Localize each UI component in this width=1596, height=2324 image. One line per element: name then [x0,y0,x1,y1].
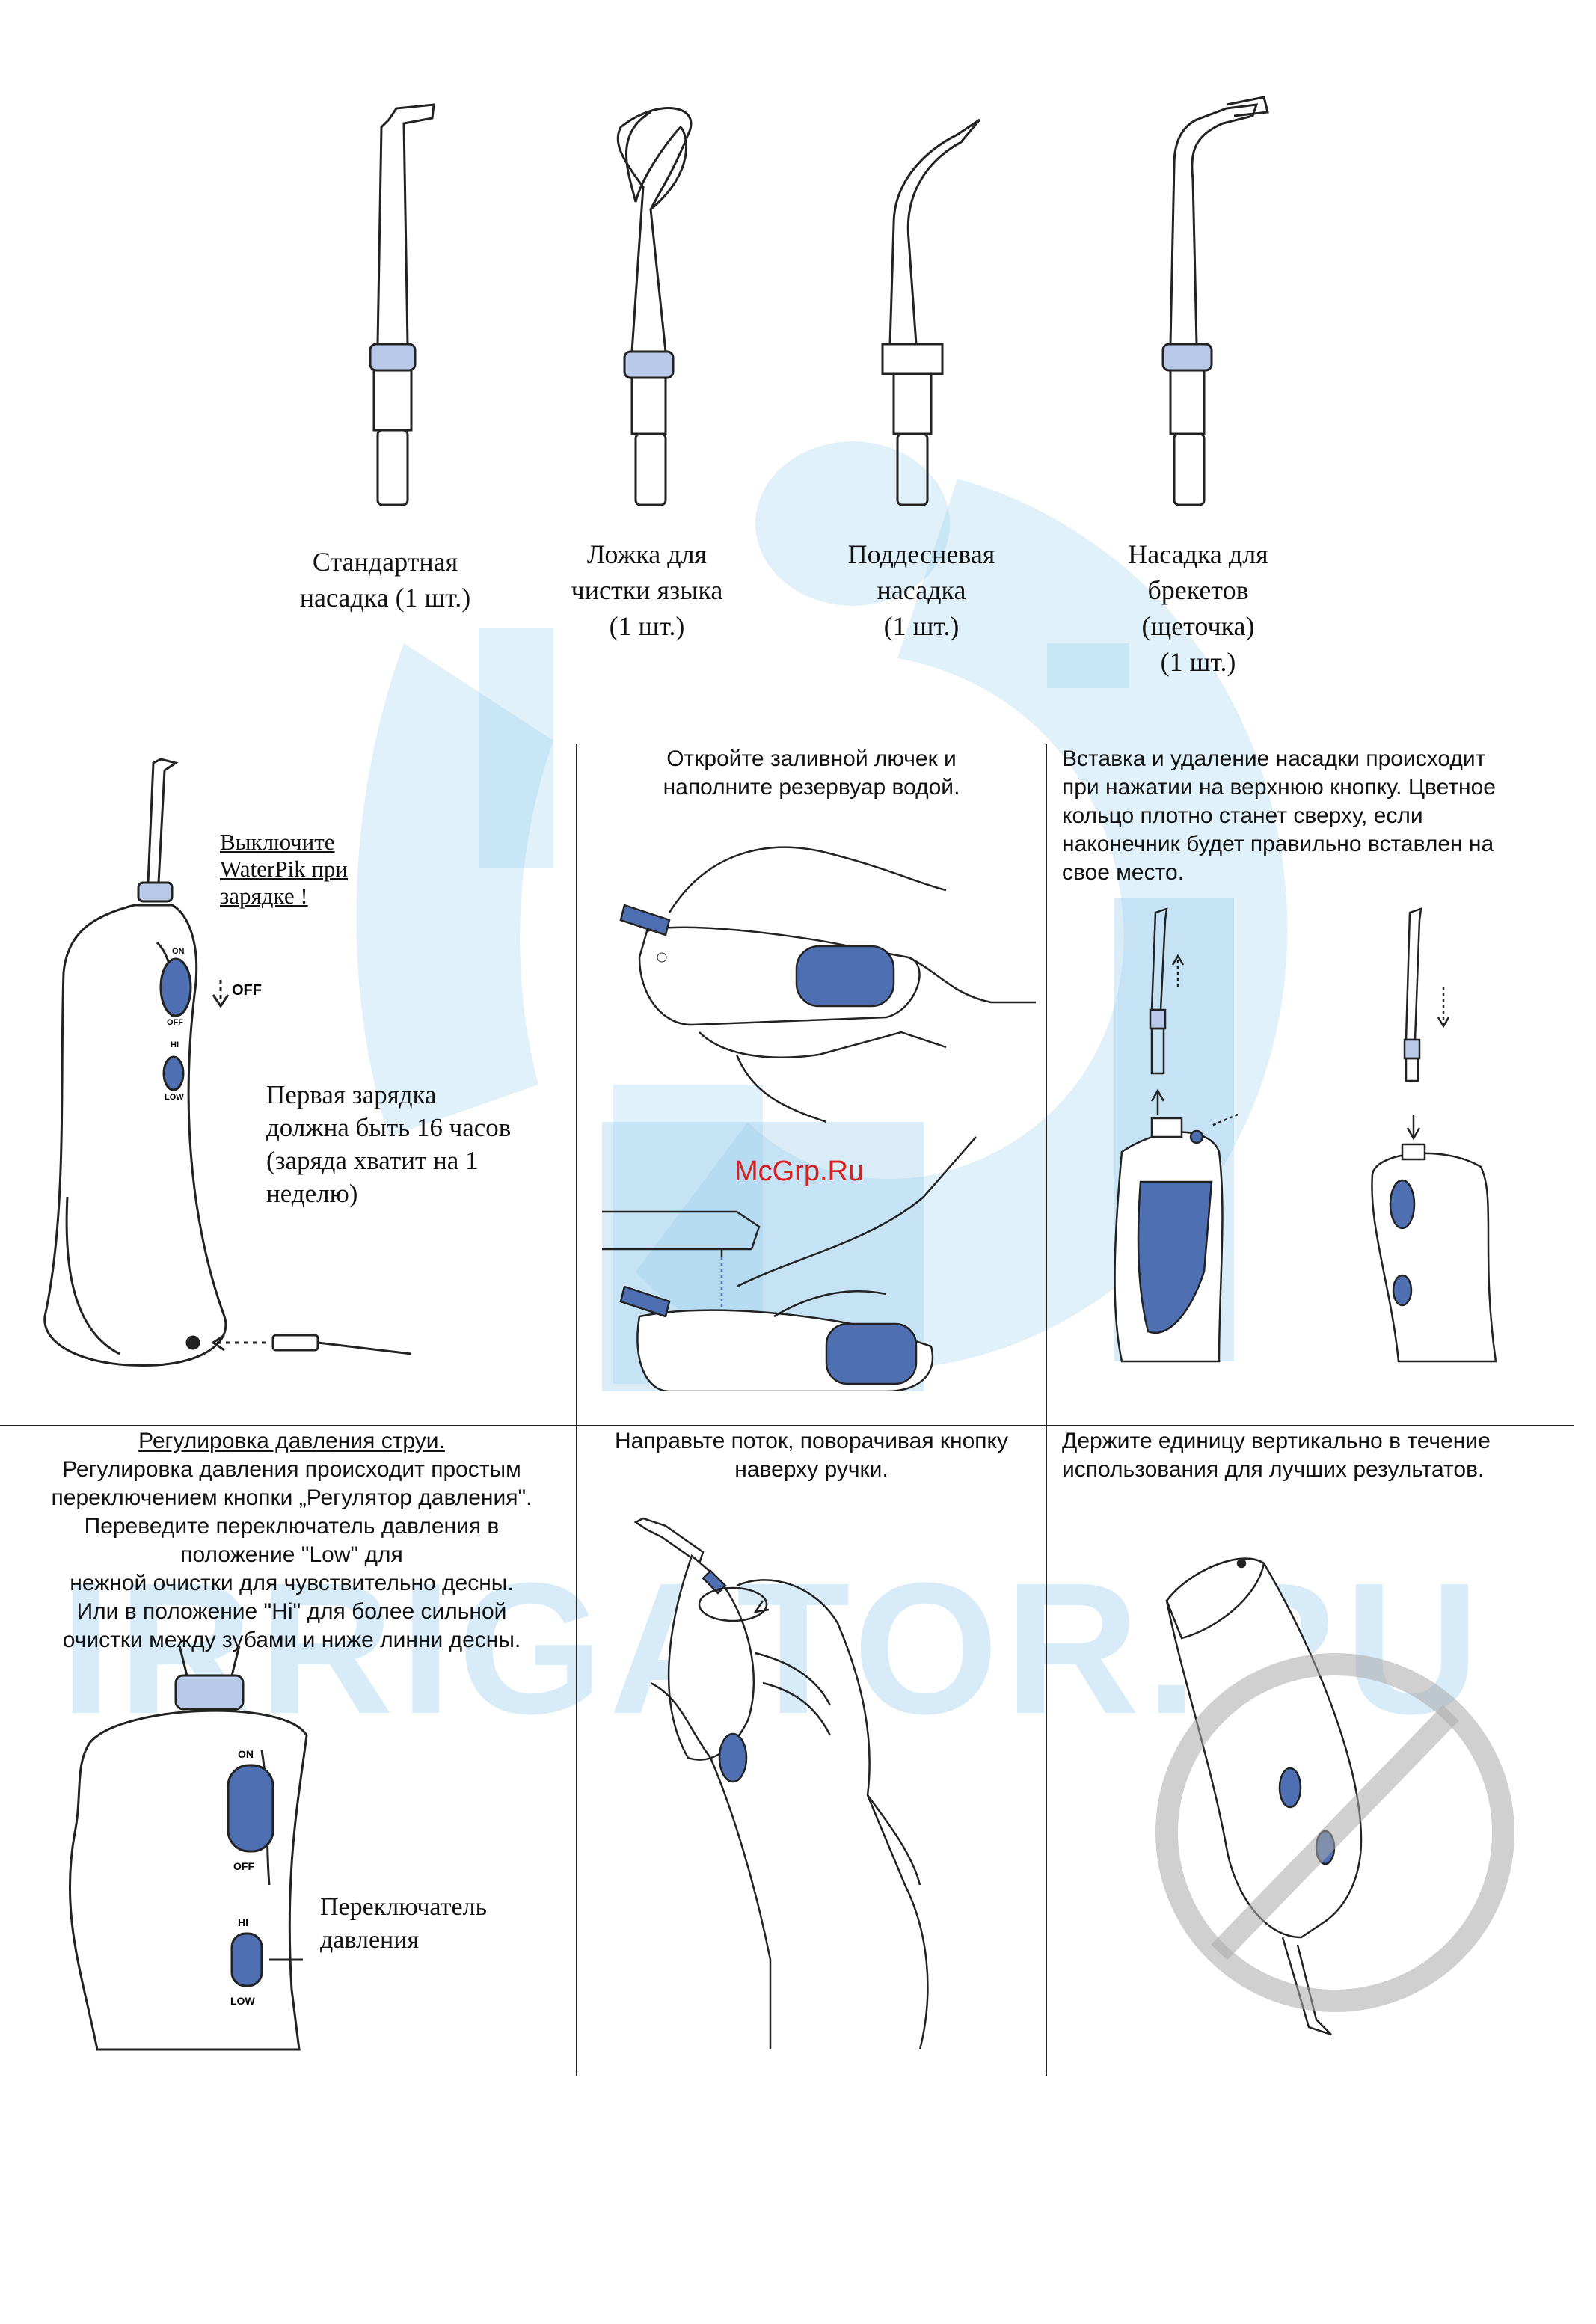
pressure-label-hi: HI [238,1916,248,1928]
tips-illustration [369,96,1269,506]
pressure-illustration: ON OFF HI LOW [68,1646,308,2051]
label-off: OFF [167,1018,183,1027]
divider-vertical-2 [1046,744,1047,2076]
pressure-label-low: LOW [230,1995,255,2007]
pressure-label-off: OFF [233,1860,254,1872]
divider-horizontal [0,1425,1574,1426]
label-low: LOW [165,1093,184,1102]
fill-illustration [602,846,1036,1391]
label-on: ON [172,947,185,956]
vertical-illustration [1155,1557,1514,2036]
direct-illustration [633,1517,929,2050]
label-off-arrow: OFF [232,982,262,999]
pressure-title: Регулировка давления струи. [138,1429,445,1453]
site-mark: McGrp.Ru [734,1156,865,1187]
insert-illustration [1114,898,1497,1363]
charging-illustration: ON OFF HI LOW OFF [43,758,412,1367]
divider-vertical-1 [576,744,577,2076]
pressure-label-on: ON [238,1748,254,1760]
label-hi: HI [171,1040,179,1049]
